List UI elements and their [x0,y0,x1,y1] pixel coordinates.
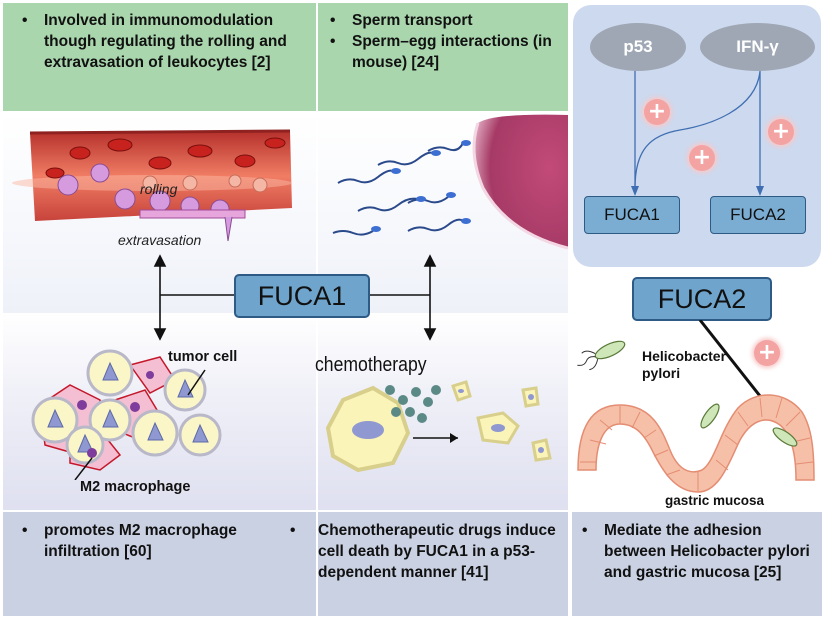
egg-cell [474,114,568,249]
bottom-middle-bullet-1: Chemotherapeutic drugs induce cell death… [318,522,556,581]
top-middle-bullet-1: Sperm transport [352,12,473,29]
tumor-illustration [31,349,222,480]
sperm-heads [371,140,471,232]
plus-icon-ifn-fuca1: + [689,145,715,171]
tumor-cell-label: tumor cell [168,349,238,365]
rolling-label: rolling [140,181,178,197]
gastric-mucosa-tissue [577,394,815,493]
ifn-gamma-node: IFN-γ [700,23,815,71]
extravasation-label: extravasation [118,232,202,248]
top-middle-bullet-text: •Sperm transport •Sperm–egg interactions… [330,10,565,73]
top-middle-green-panel [318,3,568,111]
bottom-middle-panel [318,512,568,616]
p53-node: p53 [590,23,686,71]
fuca2-center-box: FUCA2 [632,277,772,321]
plus-icon-ifn-fuca2: + [768,119,794,145]
top-middle-bullet-2: Sperm–egg interactions (in mouse) [24] [352,33,552,71]
bottom-right-panel [572,512,822,616]
helicobacter-bacterium [577,340,626,371]
chemotherapy-label: chemotherapy [315,354,427,376]
bottom-middle-bullet-text: •Chemotherapeutic drugs induce cell deat… [290,520,565,583]
sperm-cells [332,142,464,236]
chemotherapy-illustration [325,380,552,473]
fuca1-center-box: FUCA1 [234,274,370,318]
sperm-illustration [332,114,568,250]
top-left-green-panel [3,3,316,111]
drug-particles [385,385,441,423]
top-left-bullet-1: Involved in immunomodulation though regu… [44,12,287,71]
top-left-bullet-text: •Involved in immunomodulation though reg… [22,10,312,73]
bottom-left-bullet-text: •promotes M2 macrophage infiltration [60… [22,520,282,562]
bottom-right-bullet-1: Mediate the adhesion between Helicobacte… [604,522,810,581]
bottom-left-bullet-1: promotes M2 macrophage infiltration [60] [44,522,237,560]
red-blood-cells [45,137,286,179]
fuca1-connectors [153,254,437,341]
pathway-fuca1-box: FUCA1 [584,196,680,234]
plus-icon-p53: + [644,99,670,125]
pathway-arrows [631,71,764,196]
helicobacter-label: Helicobacter pylori [642,348,727,381]
gastric-illustration [577,320,815,493]
leukocytes [57,163,230,219]
plus-icon-fuca2: + [754,340,780,366]
m2-macrophage-label: M2 macrophage [80,479,191,495]
pathway-fuca2-box: FUCA2 [710,196,806,234]
bottom-left-panel [3,512,316,616]
bottom-right-bullet-text: •Mediate the adhesion between Helicobact… [582,520,818,583]
gastric-mucosa-label: gastric mucosa [665,493,765,508]
blood-vessel-illustration [12,129,292,242]
